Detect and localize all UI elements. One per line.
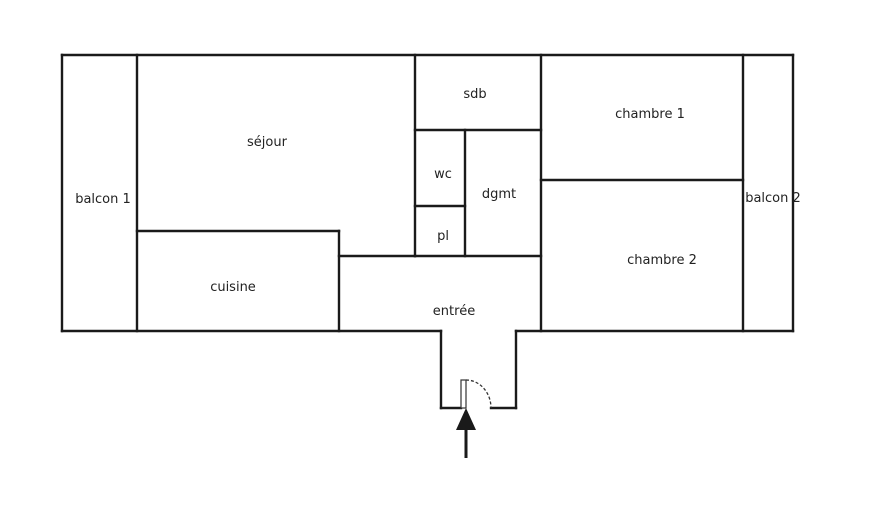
entrance-arrow bbox=[456, 408, 476, 458]
label-balcon-1: balcon 1 bbox=[75, 192, 131, 207]
label-chambre-1: chambre 1 bbox=[615, 107, 685, 122]
label-wc: wc bbox=[434, 167, 452, 182]
door-leaf bbox=[460, 379, 467, 409]
label-sdb: sdb bbox=[463, 87, 486, 102]
label-balcon-2: balcon 2 bbox=[745, 191, 801, 206]
room-labels: balcon 1 séjour sdb chambre 1 wc dgmt pl… bbox=[75, 87, 801, 319]
label-pl: pl bbox=[437, 229, 449, 244]
arrow-head bbox=[456, 408, 476, 430]
label-entree: entrée bbox=[433, 304, 475, 319]
door-swing-arc bbox=[465, 379, 492, 409]
label-dgmt: dgmt bbox=[482, 187, 516, 202]
entrance-door bbox=[460, 379, 492, 409]
label-cuisine: cuisine bbox=[210, 280, 256, 295]
label-chambre-2: chambre 2 bbox=[627, 253, 697, 268]
interior-walls bbox=[135, 53, 745, 333]
label-sejour: séjour bbox=[247, 135, 288, 150]
outer-walls bbox=[60, 53, 795, 410]
